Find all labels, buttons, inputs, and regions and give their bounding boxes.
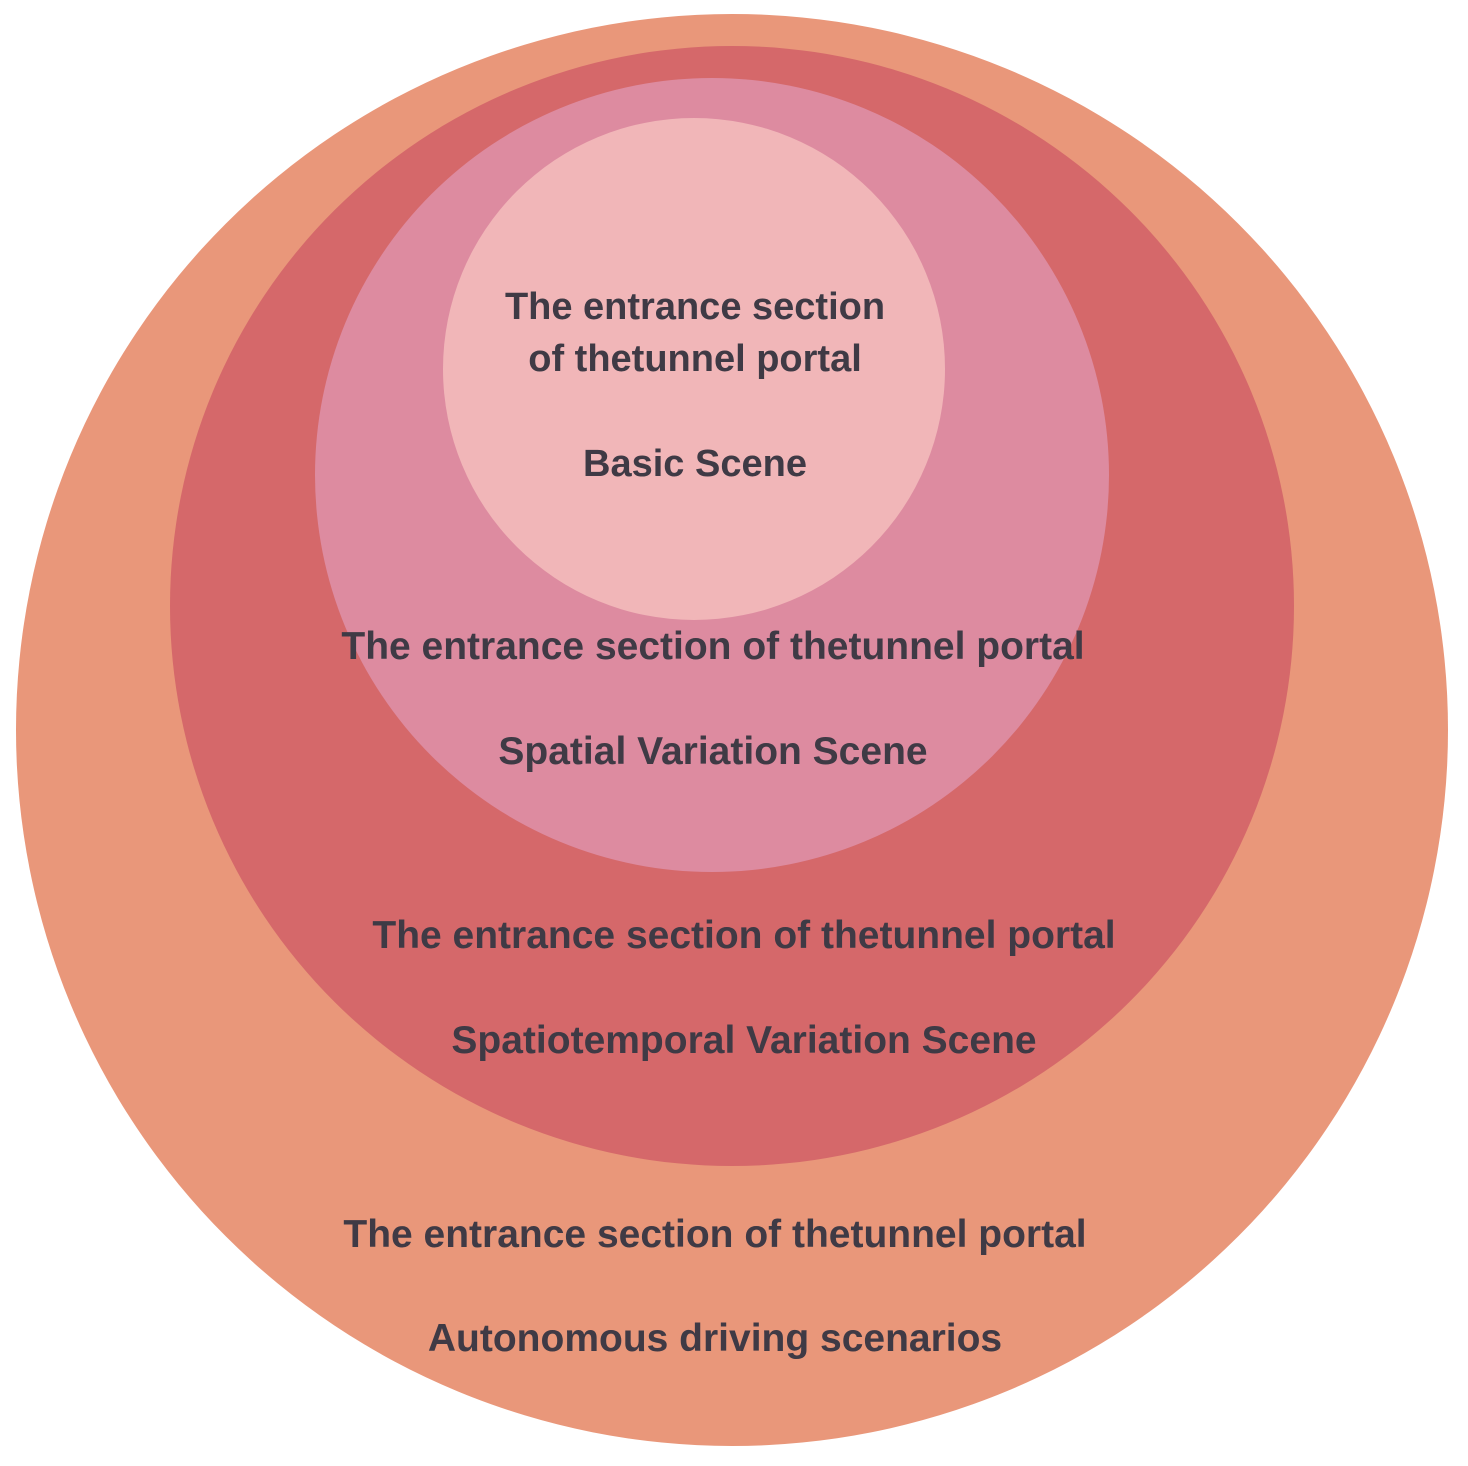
layer-basic-scene: [443, 118, 945, 620]
autonomous-driving-title: Autonomous driving scenarios: [428, 1317, 1002, 1360]
spatial-variation-location: The entrance section of thetunnel portal: [341, 625, 1084, 668]
spatiotemporal-variation-location: The entrance section of thetunnel portal: [372, 914, 1115, 957]
basic-scene-location-line1: The entrance section: [505, 286, 885, 328]
spatiotemporal-variation-title: Spatiotemporal Variation Scene: [451, 1019, 1036, 1062]
circle-basic-scene: [443, 118, 945, 620]
basic-scene-location-line2: of thetunnel portal: [528, 338, 862, 380]
autonomous-driving-location: The entrance section of thetunnel portal: [343, 1213, 1086, 1256]
basic-scene-title: Basic Scene: [583, 443, 807, 485]
spatial-variation-title: Spatial Variation Scene: [498, 730, 927, 773]
